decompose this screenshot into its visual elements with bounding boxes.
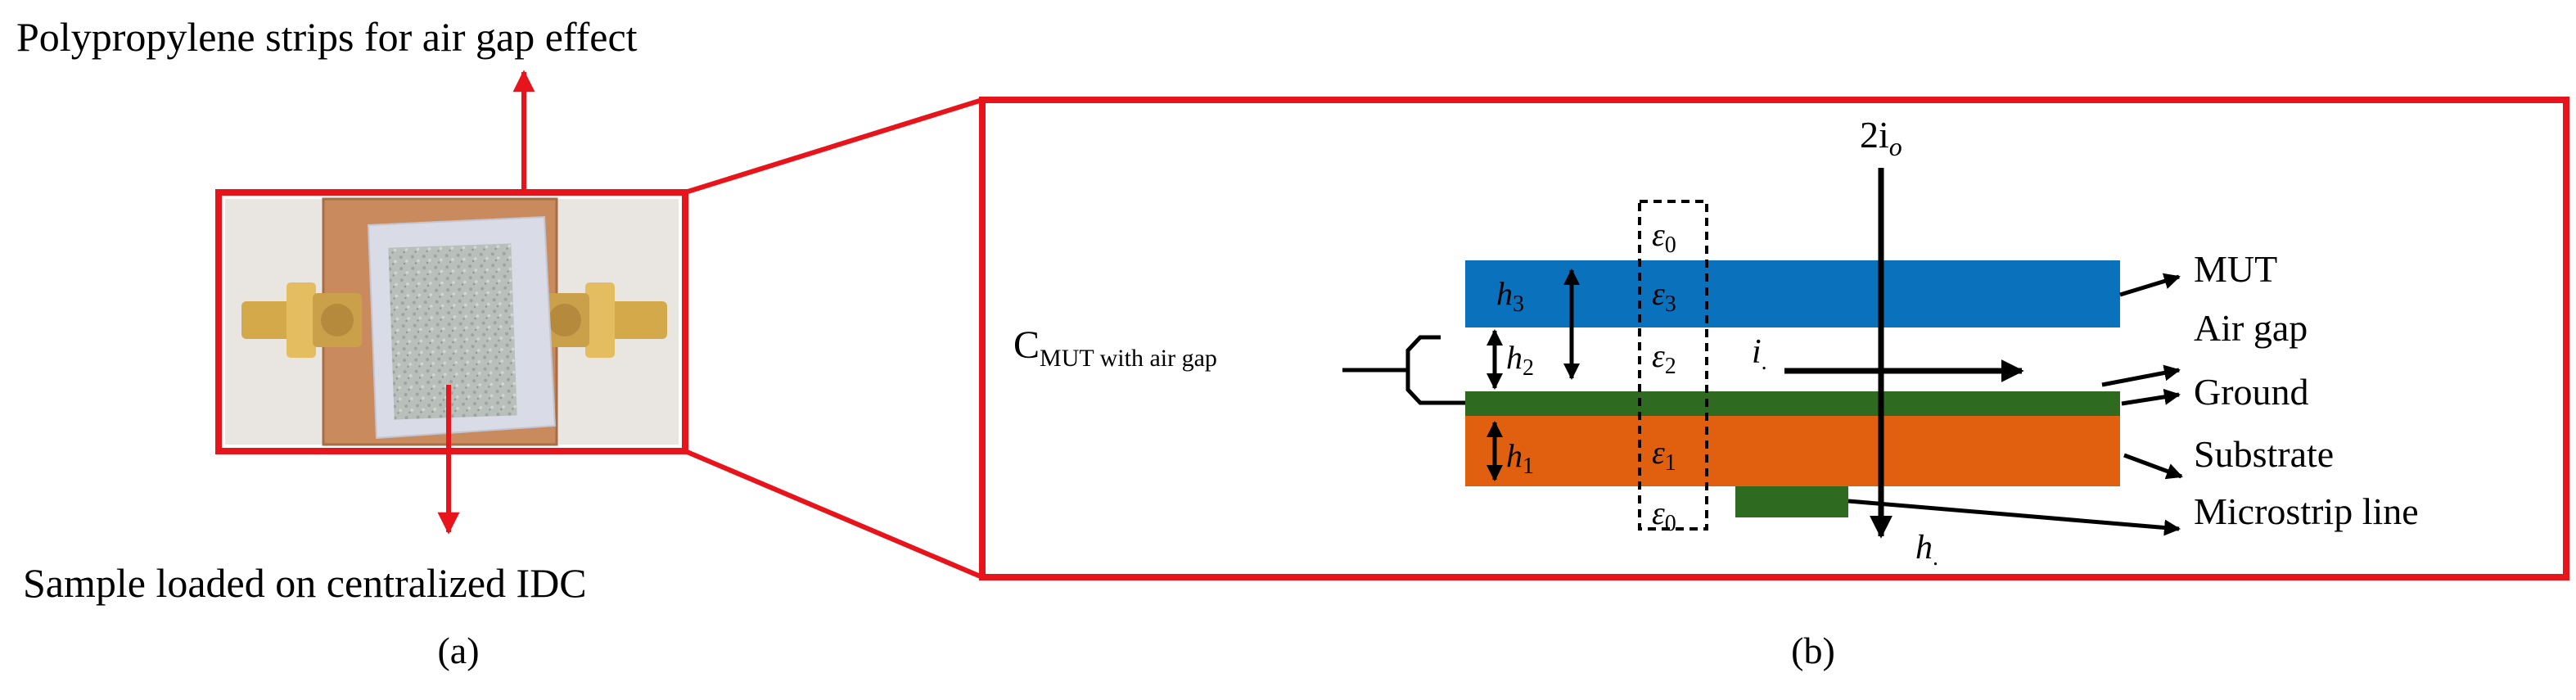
permittivity-column	[1638, 200, 1708, 531]
eps-bottom-label: ε0	[1652, 495, 1676, 536]
h1-label: h1	[1506, 437, 1534, 479]
mut-layer	[1465, 260, 2120, 327]
current-bottom-label: h.	[1915, 529, 1938, 571]
device-photo	[215, 189, 688, 454]
eps-1-label: ε1	[1652, 434, 1676, 476]
panel-b: ε0 ε3 ε2 ε1 ε0 2io i. h. h3	[979, 97, 2569, 671]
h3-label: h3	[1496, 275, 1524, 317]
ground-pointer-2	[2121, 388, 2181, 406]
polypropylene-label: Polypropylene strips for air gap effect	[16, 14, 638, 60]
substrate-layer	[1465, 416, 2120, 486]
current-mid-label: i.	[1752, 333, 1767, 375]
eps-3-label: ε3	[1652, 275, 1676, 317]
panel-a-frame	[215, 189, 688, 454]
h2-label: h2	[1506, 339, 1534, 381]
capacitance-label: CMUT with air gap	[1013, 323, 1217, 372]
current-top-label: 2io	[1860, 114, 1902, 161]
capacitance-bracket	[1342, 335, 1465, 405]
ground-layer	[1465, 391, 2120, 416]
microstrip-label: Microstrip line	[2194, 490, 2419, 532]
substrate-pointer	[2123, 453, 2183, 480]
sample-label: Sample loaded on centralized IDC	[23, 560, 587, 606]
eps-top-label: ε0	[1652, 216, 1676, 258]
substrate-label: Substrate	[2194, 433, 2334, 475]
eps-2-label: ε2	[1652, 337, 1676, 379]
ground-pointer	[2101, 364, 2181, 387]
caption-a: (a)	[437, 630, 479, 671]
microstrip-line	[1735, 486, 1848, 517]
microstrip-pointer	[1847, 499, 2181, 536]
ground-label: Ground	[2194, 371, 2309, 413]
zoom-line-top	[684, 97, 983, 195]
mut-pointer	[2119, 273, 2181, 297]
panel-a: Polypropylene strips for air gap effect	[16, 14, 688, 671]
left-connector	[241, 282, 362, 358]
caption-b: (b)	[1791, 630, 1835, 671]
air-gap-label: Air gap	[2194, 307, 2308, 349]
zoom-line-bottom	[683, 449, 984, 580]
sample	[388, 243, 517, 420]
mut-label: MUT	[2194, 248, 2277, 290]
